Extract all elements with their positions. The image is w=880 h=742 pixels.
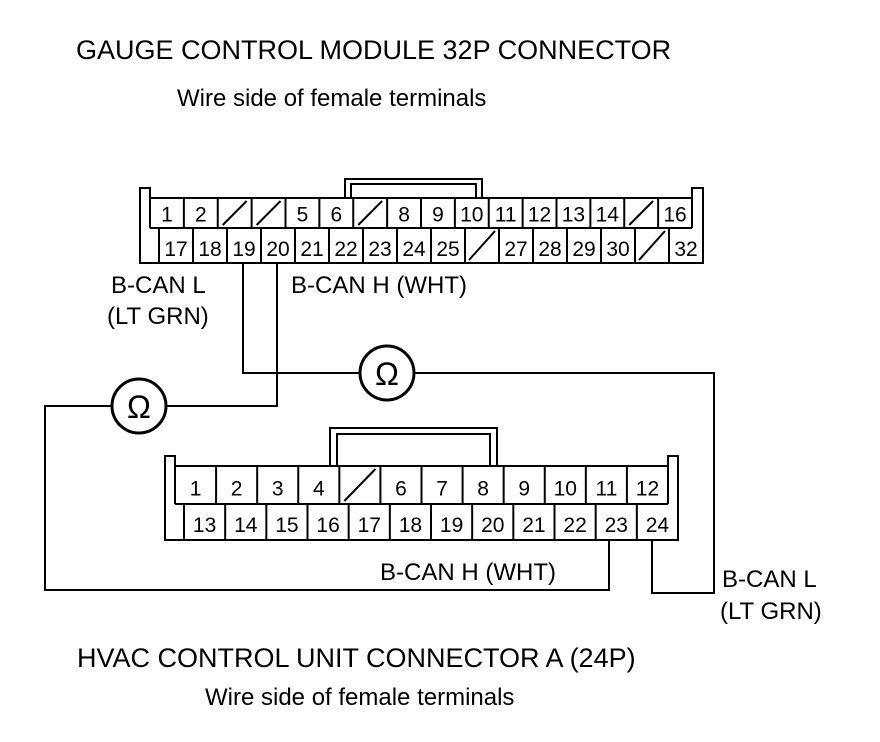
pin-label: 1 [190,478,202,501]
gauge-bcan-l-label-line2: (LT GRN) [107,303,209,330]
pin-label: 10 [460,203,483,226]
pin-label: 2 [231,478,243,501]
pin-label: 4 [313,478,325,501]
hvac-connector-title: HVAC CONTROL UNIT CONNECTOR A (24P) [77,643,636,673]
ohm-symbol: Ω [127,389,151,425]
pin-label: 3 [272,478,284,501]
pin-label: 14 [234,514,258,537]
unused-cavity [357,200,383,226]
hvac-bcan-l-label-line1: B-CAN L [722,566,817,593]
pin-label: 22 [334,238,357,261]
pin-label: 21 [300,238,323,261]
pin-label: 9 [432,203,444,226]
unused-cavity [255,200,282,226]
pin-label: 7 [436,478,448,501]
pin-label: 18 [399,514,422,537]
hvac-bcan-h-label: B-CAN H (WHT) [380,559,556,586]
pin-label: 20 [266,238,289,261]
pin-label: 16 [316,514,339,537]
ohmmeter-icon: Ω [358,344,416,402]
pin-label: 25 [436,238,459,261]
pin-label: 2 [195,203,207,226]
pin-label: 24 [402,238,426,261]
wires [44,263,715,594]
gauge-connector-subtitle: Wire side of female terminals [177,85,486,112]
pin-label: 18 [198,238,221,261]
pin-label: 8 [398,203,410,226]
pin-label: 17 [164,238,187,261]
ohm-symbol: Ω [375,356,399,392]
pin-label: 16 [663,203,686,226]
pin-label: 29 [572,238,595,261]
unused-cavity [468,230,496,261]
pin-label: 6 [395,478,407,501]
pin-label: 17 [358,514,381,537]
pin-label: 8 [477,478,489,501]
hvac-connector-subtitle: Wire side of female terminals [205,684,514,711]
pin-label: 5 [297,203,309,226]
pin-label: 12 [528,203,551,226]
pin-label: 11 [495,203,517,226]
pin-label: 1 [161,203,173,226]
pin-label: 23 [368,238,391,261]
unused-cavity [343,468,377,502]
gauge-bcan-h-label: B-CAN H (WHT) [291,272,467,299]
pin-label: 32 [674,238,697,261]
pin-label: 13 [193,514,216,537]
ohmmeter-icon: Ω [110,377,168,435]
pin-label: 6 [330,203,342,226]
pin-label: 23 [605,514,628,537]
pin-label: 28 [538,238,561,261]
unused-cavity [638,230,666,261]
hvac-bcan-l-label-line2: (LT GRN) [720,598,822,625]
unused-cavity [628,200,654,226]
pin-label: 19 [440,514,463,537]
pin-label: 15 [275,514,298,537]
pin-label: 22 [563,514,586,537]
pin-label: 10 [554,478,577,501]
pin-label: 21 [522,514,545,537]
pin-label: 9 [518,478,530,501]
pin-label: 13 [562,203,585,226]
pin-label: 27 [504,238,527,261]
gauge-bcan-l-label-line1: B-CAN L [111,272,206,299]
pin-label: 20 [481,514,504,537]
pin-label: 12 [636,478,659,501]
pin-label: 11 [595,478,617,501]
unused-cavity [222,200,248,226]
pin-label: 24 [646,514,670,537]
pin-label: 14 [596,203,620,226]
gauge-connector-title: GAUGE CONTROL MODULE 32P CONNECTOR [76,35,671,65]
pin-label: 30 [606,238,629,261]
pin-label: 19 [232,238,255,261]
